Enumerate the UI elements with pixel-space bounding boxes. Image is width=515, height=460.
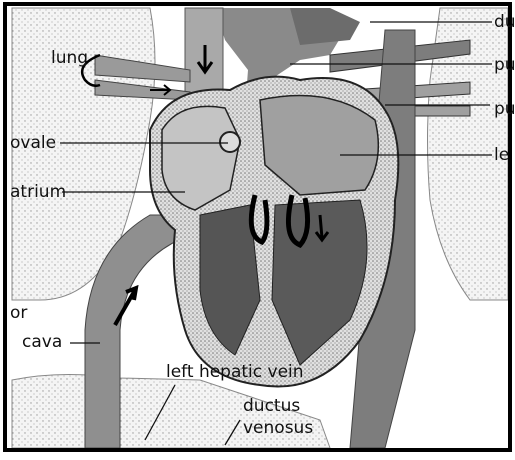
label-le: le	[494, 147, 509, 164]
label-pu-mid: pu	[494, 101, 515, 118]
label-ovale: ovale	[10, 135, 56, 152]
label-cava: cava	[22, 334, 62, 351]
label-or: or	[10, 305, 27, 322]
label-atrium: atrium	[10, 184, 66, 201]
foramen-ovale	[220, 132, 240, 152]
label-lung: lung	[51, 50, 88, 67]
label-left-hepatic-vein: left hepatic vein	[166, 364, 304, 381]
label-venosus: venosus	[243, 420, 313, 437]
label-du: du	[494, 14, 515, 31]
label-ductus: ductus	[243, 398, 300, 415]
label-pu-top: pu	[494, 57, 515, 74]
